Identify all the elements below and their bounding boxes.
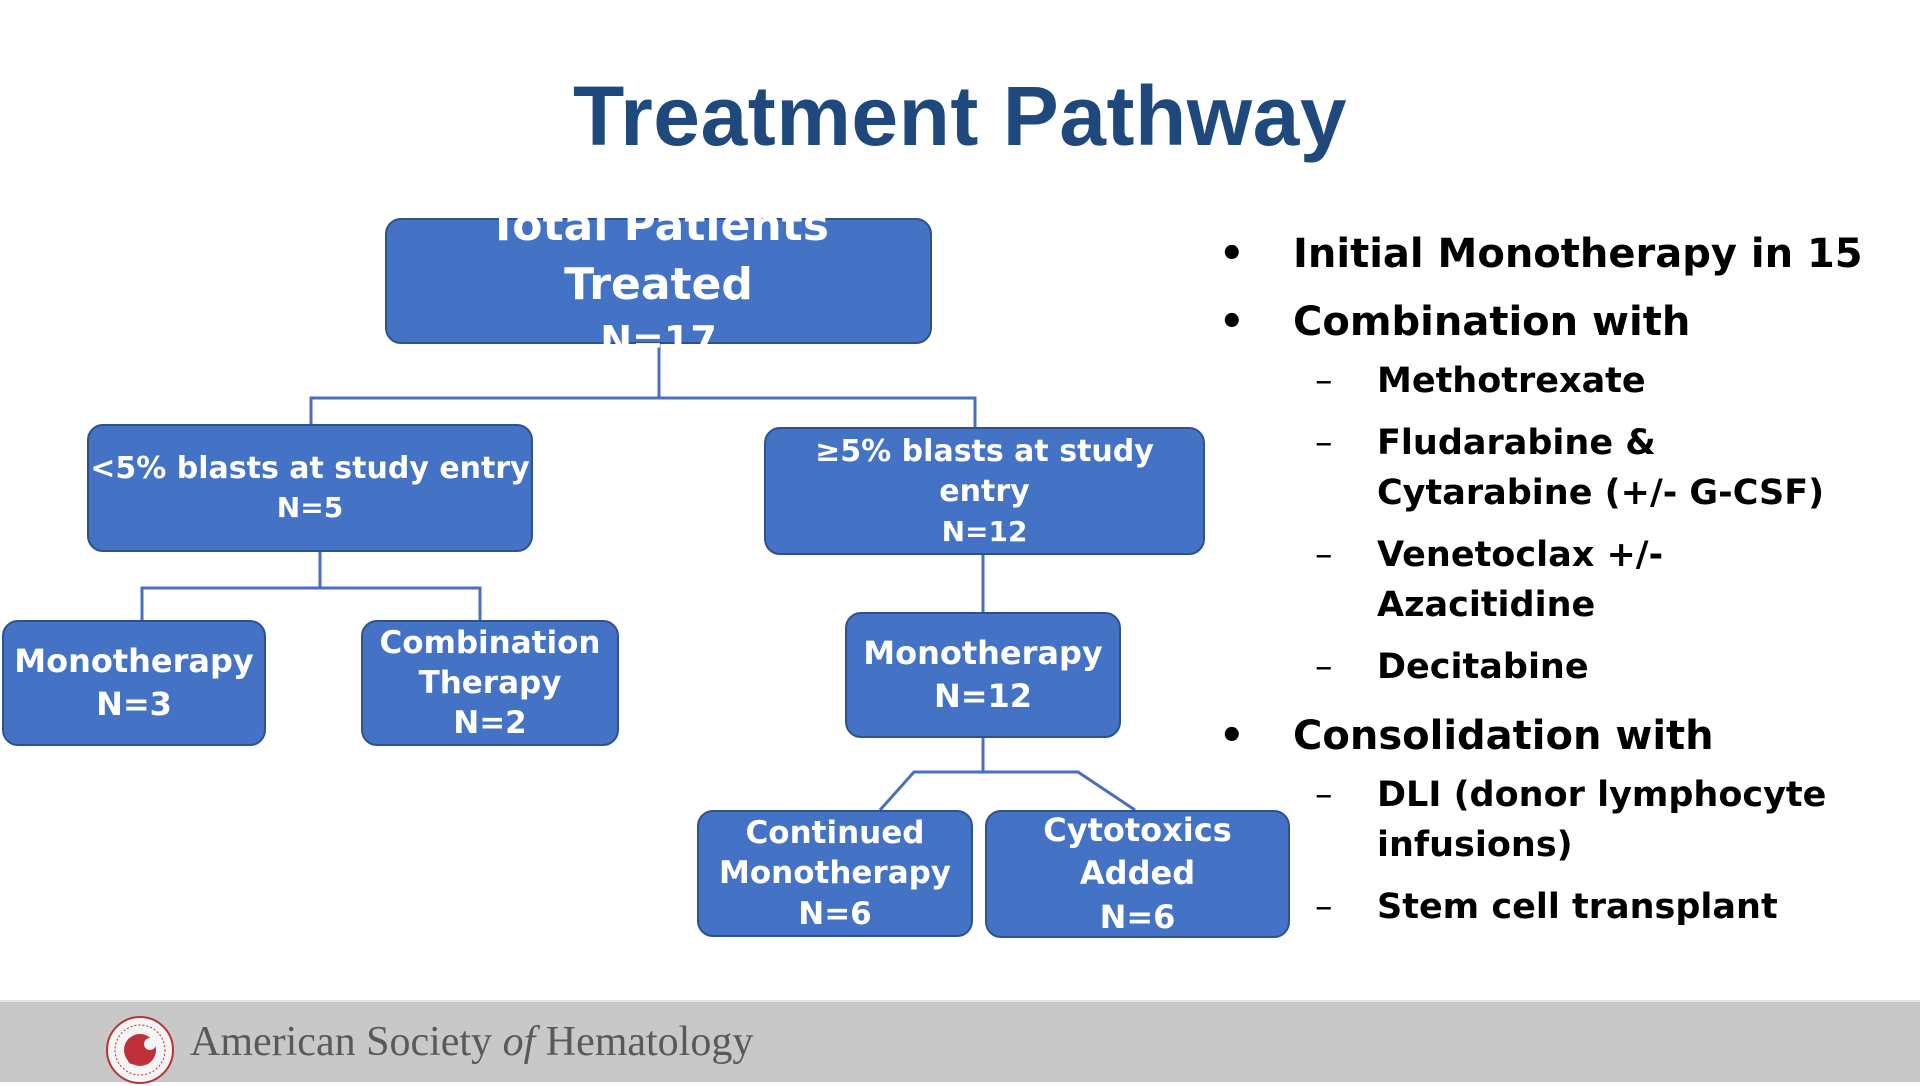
connector-low-split [140,586,482,620]
sub-bullet-text: Fludarabine & Cytarabine (+/- G-CSF) [1377,423,1825,513]
dash-mark: – [1315,535,1333,575]
low-combination-node: Combination Therapy N=2 [361,620,619,746]
low-combination-label-line1: Combination [379,624,601,661]
low-combination-label-line2: Therapy [418,664,562,701]
bullet-consolidation: • Consolidation with [1215,710,1875,762]
sub-bullet: – Methotrexate [1215,356,1875,406]
sub-bullet-text: DLI (donor lymphocyte infusions) [1377,775,1827,865]
sub-bullet: – Fludarabine & Cytarabine (+/- G-CSF) [1215,418,1875,518]
bullet-initial-monotherapy: • Initial Monotherapy in 15 [1215,228,1875,280]
high-monotherapy-node: Monotherapy N=12 [845,612,1121,738]
page-title: Treatment Pathway [572,69,1348,163]
bullet-text: Initial Monotherapy in 15 [1293,231,1863,277]
bullet-text: Consolidation with [1293,713,1714,759]
ash-seal-icon [106,1016,174,1084]
org-name-part3: Hematology [535,1019,754,1065]
continued-count: N=6 [798,895,872,932]
low-monotherapy-count: N=3 [96,685,172,723]
cytotoxics-count: N=6 [1099,897,1176,936]
bullet-combination: • Combination with [1215,296,1875,348]
sub-bullet: – DLI (donor lymphocyte infusions) [1215,770,1875,870]
cytotoxics-label: Cytotoxics Added [1043,811,1232,893]
bullet-mark: • [1219,713,1245,759]
low-blasts-count: N=5 [276,491,344,525]
high-blasts-node: ≥5% blasts at study entry N=12 [764,427,1205,555]
connector-high-split [878,770,1136,812]
pathway-connectors [140,344,1136,812]
low-blasts-label: <5% blasts at study entry [90,450,530,486]
low-monotherapy-label: Monotherapy [14,641,254,680]
sub-bullet: – Decitabine [1215,642,1875,692]
continued-monotherapy-node: Continued Monotherapy N=6 [697,810,973,937]
dash-mark: – [1315,887,1333,927]
sub-bullet-text: Decitabine [1377,647,1589,687]
low-combination-count: N=2 [453,705,527,742]
sub-bullet-text: Stem cell transplant [1377,887,1778,927]
high-blasts-count: N=12 [941,514,1028,548]
sub-bullet: – Venetoclax +/- Azacitidine [1215,530,1875,630]
sub-bullet-text: Venetoclax +/- Azacitidine [1377,535,1664,625]
high-monotherapy-label: Monotherapy [863,633,1103,672]
bullet-mark: • [1219,231,1245,277]
sub-bullet-text: Methotrexate [1377,361,1646,401]
root-node: Total Patients Treated N=17 [385,200,932,362]
dash-mark: – [1315,423,1333,463]
footer-bar: American Society of Hematology [0,1000,1920,1084]
high-blasts-label: ≥5% blasts at study entry [815,433,1154,510]
org-name-part2: of [502,1019,536,1065]
continued-label-line1: Continued [745,815,925,852]
dash-mark: – [1315,647,1333,687]
low-blasts-node: <5% blasts at study entry N=5 [87,424,533,552]
sub-bullet: – Stem cell transplant [1215,882,1875,932]
high-monotherapy-count: N=12 [933,677,1033,715]
root-label: Total Patients Treated [488,199,829,311]
root-count: N=17 [600,317,717,362]
org-name-part1: American Society [190,1019,503,1065]
low-monotherapy-node: Monotherapy N=3 [2,620,266,746]
dash-mark: – [1315,361,1333,401]
dash-mark: – [1315,775,1333,815]
connector-root-split [309,396,977,427]
summary-bullets: • Initial Monotherapy in 15 • Combinatio… [1215,228,1875,944]
continued-label-line2: Monotherapy [718,855,952,892]
cytotoxics-added-node: Cytotoxics Added N=6 [985,810,1290,938]
bullet-mark: • [1219,299,1245,345]
bullet-text: Combination with [1293,299,1691,345]
organization-name: American Society of Hematology [190,1018,753,1066]
